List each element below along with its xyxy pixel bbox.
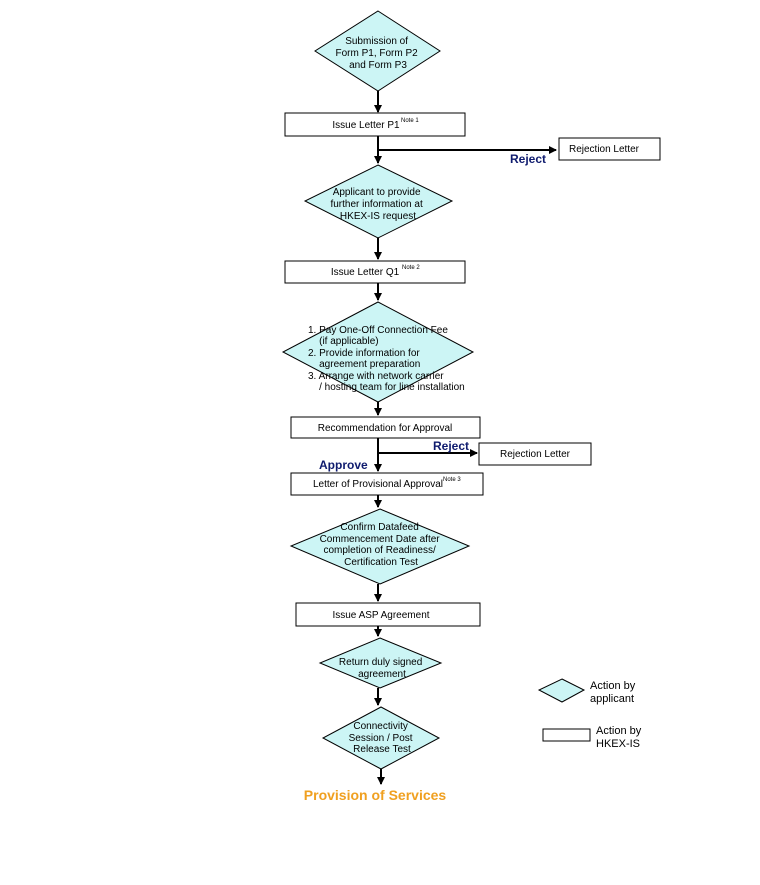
legend-box-swatch — [542, 728, 591, 742]
diamond-connectivity: Connectivity Session / Post Release Test — [321, 706, 441, 770]
approve-label: Approve — [319, 458, 368, 472]
return-signed-line-1: Return duly signed — [339, 657, 422, 668]
further-info-line-1: Applicant to provide — [333, 187, 421, 198]
legend-applicant-line-2: applicant — [590, 693, 634, 705]
rejection-letter-1-label: Rejection Letter — [569, 144, 640, 155]
return-signed-line-2: agreement — [358, 669, 406, 680]
diamond-further-info: Applicant to provide further information… — [303, 164, 454, 239]
legend: Action by applicant Action by HKEX-IS — [537, 678, 644, 750]
submission-line-1: Submission of — [345, 36, 408, 47]
recommendation-label: Recommendation for Approval — [318, 423, 453, 434]
issue-letter-q1-label: Issue Letter Q1 — [331, 267, 400, 278]
pay-fee-line-3: 2. Provide information for — [308, 348, 420, 359]
provisional-approval-label: Letter of Provisional Approval — [313, 479, 443, 490]
connectivity-line-1: Connectivity — [353, 721, 407, 732]
confirm-line-1: Confirm Datafeed — [340, 522, 418, 533]
diamond-return-signed: Return duly signed agreement — [318, 637, 443, 689]
svg-text:Return duly signed agree: Return duly signed agreement — [339, 657, 425, 680]
connectivity-line-3: Release Test — [353, 744, 411, 755]
provisional-approval-note: Note 3 — [443, 477, 461, 483]
box-issue-asp-agreement: Issue ASP Agreement — [295, 602, 481, 627]
reject-label-2: Reject — [433, 439, 469, 453]
further-info-line-2: further information at — [330, 199, 422, 210]
confirm-line-2: Commencement Date after — [320, 534, 441, 545]
confirm-line-3: completion of Readiness/ — [323, 545, 436, 556]
diamond-confirm-datafeed: Confirm Datafeed Commencement Date after… — [289, 508, 471, 585]
svg-text:Applicant to provide fur: Applicant to provide further information… — [330, 187, 425, 222]
pay-fee-line-1: 1. Pay One-Off Connection Fee — [308, 325, 448, 336]
box-provisional-approval: Letter of Provisional Approval Note 3 — [290, 472, 484, 496]
provision-of-services: Provision of Services — [304, 787, 447, 803]
svg-text:Confirm Datafeed Commenc: Confirm Datafeed Commencement Date after… — [320, 522, 443, 568]
connectivity-line-2: Session / Post — [349, 733, 413, 744]
box-issue-letter-q1: Issue Letter Q1 Note 2 — [284, 260, 466, 284]
issue-letter-p1-note: Note 1 — [401, 118, 419, 124]
pay-fee-line-6: / hosting team for line installation — [308, 382, 465, 393]
svg-text:1. Pay One-Off Connection Fee: 1. Pay One-Off Connection Fee (if applic… — [308, 325, 465, 393]
rejection-letter-2-label: Rejection Letter — [500, 449, 571, 460]
diamond-submission: Submission of Form P1, Form P2 and Form … — [314, 10, 441, 92]
box-rejection-letter-1: Rejection Letter — [558, 137, 661, 161]
issue-letter-p1-label: Issue Letter P1 — [332, 120, 400, 131]
legend-hkex-text: Action by HKEX-IS — [596, 725, 644, 750]
reject-label-1: Reject — [510, 152, 546, 166]
diamond-pay-fee: 1. Pay One-Off Connection Fee (if applic… — [281, 301, 475, 403]
issue-asp-label: Issue ASP Agreement — [332, 610, 429, 621]
svg-text:Connectivity Session / P: Connectivity Session / Post Release Test — [349, 721, 416, 755]
pay-fee-line-5: 3. Arrange with network carrier — [308, 371, 444, 382]
further-info-line-3: HKEX-IS request — [340, 211, 416, 222]
box-issue-letter-p1: Issue Letter P1 Note 1 — [284, 112, 466, 137]
connectors — [374, 91, 557, 785]
legend-hkex-line-2: HKEX-IS — [596, 738, 640, 750]
legend-applicant-line-1: Action by — [590, 680, 636, 692]
issue-letter-q1-note: Note 2 — [402, 265, 420, 271]
pay-fee-line-4: agreement preparation — [308, 359, 420, 370]
legend-applicant-text: Action by applicant — [590, 680, 638, 705]
svg-text:Submission of Form P1, F: Submission of Form P1, Form P2 and Form … — [335, 36, 420, 71]
legend-diamond-swatch — [537, 678, 586, 703]
confirm-line-4: Certification Test — [344, 557, 418, 568]
legend-hkex-line-1: Action by — [596, 725, 642, 737]
submission-line-3: and Form P3 — [349, 60, 407, 71]
box-recommendation: Recommendation for Approval — [290, 416, 481, 439]
box-rejection-letter-2: Rejection Letter — [478, 442, 592, 466]
pay-fee-line-2: (if applicable) — [308, 336, 379, 347]
submission-line-2: Form P1, Form P2 — [335, 48, 418, 59]
